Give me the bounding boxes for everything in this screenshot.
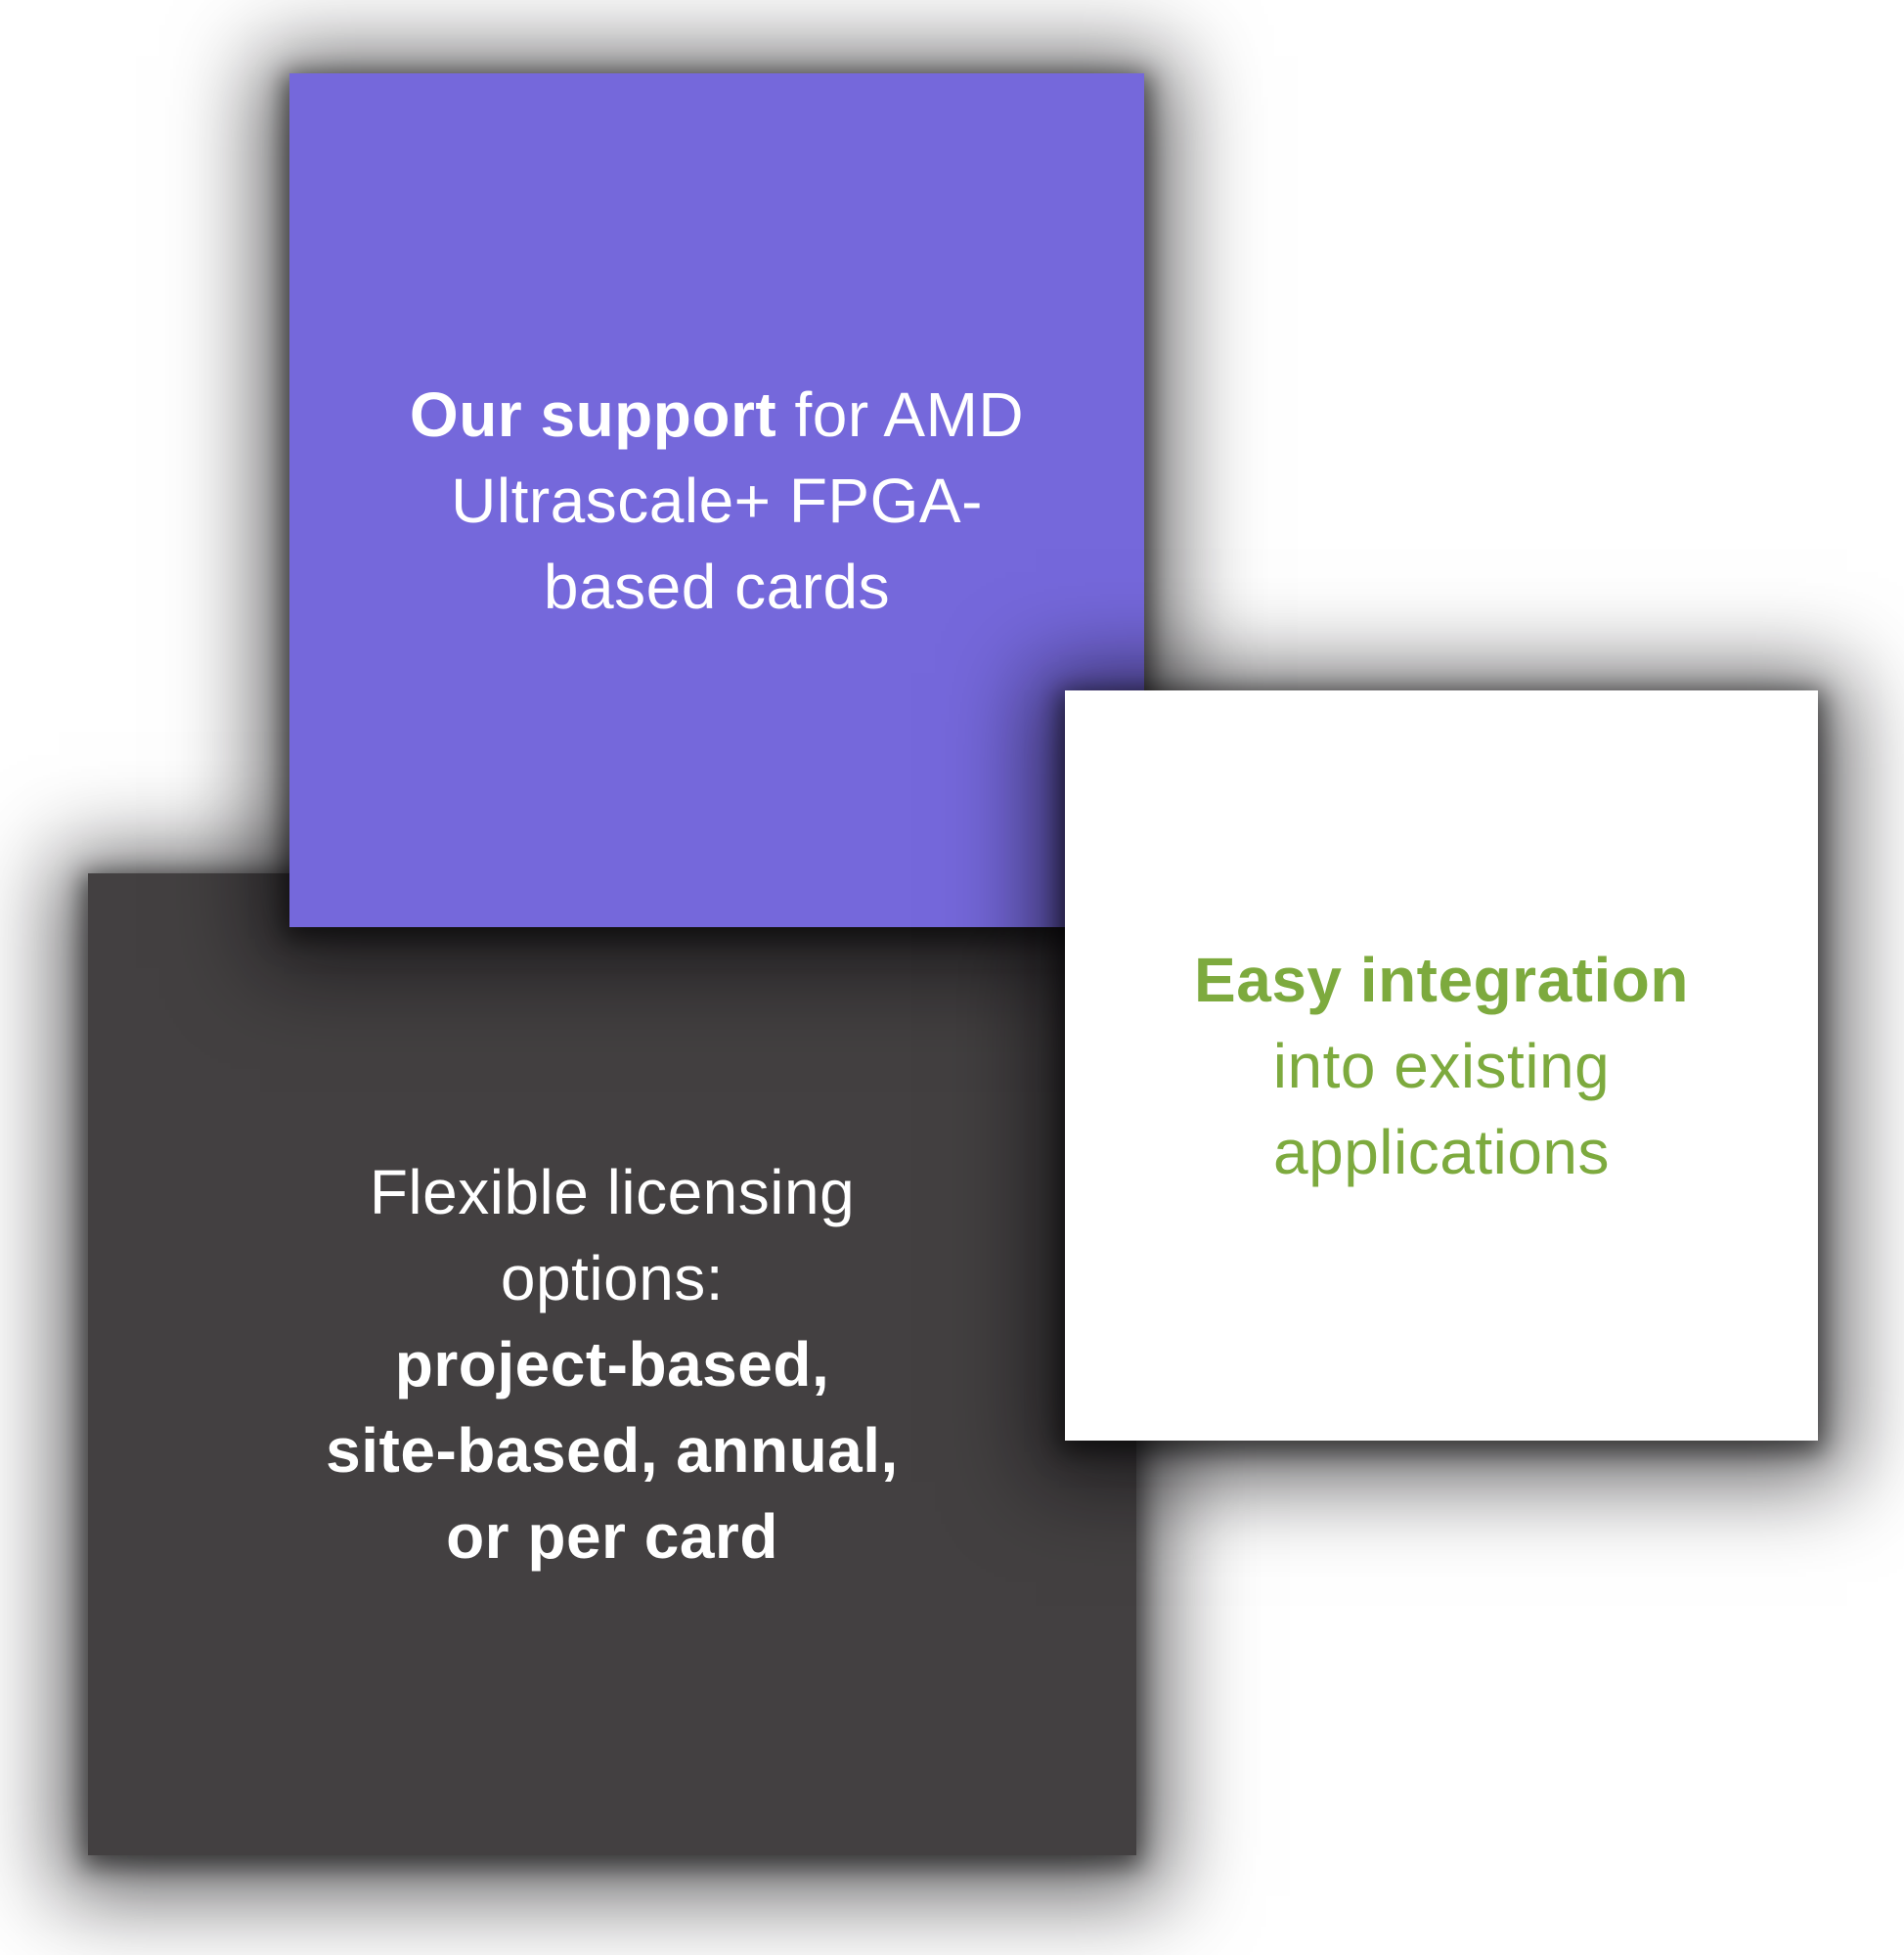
licensing-card-line-3: project-based, xyxy=(394,1329,830,1400)
support-card-line-1: Our support for AMD xyxy=(289,372,1144,458)
licensing-card: Flexible licensing options: project-base… xyxy=(88,873,1136,1855)
support-card: Our support for AMD Ultrascale+ FPGA- ba… xyxy=(289,73,1144,927)
licensing-card-line-4: site-based, annual, xyxy=(326,1415,899,1486)
integration-card: Easy integration into existing applicati… xyxy=(1065,690,1818,1441)
support-card-line-2: Ultrascale+ FPGA- xyxy=(451,465,983,536)
support-card-line-1-bold: Our support xyxy=(409,378,777,450)
licensing-card-line-1: Flexible licensing xyxy=(369,1157,856,1227)
support-card-line-3: based cards xyxy=(543,551,891,622)
support-card-text: Our support for AMD Ultrascale+ FPGA- ba… xyxy=(289,372,1144,630)
licensing-card-text: Flexible licensing options: project-base… xyxy=(88,1149,1136,1579)
integration-card-line-3: applications xyxy=(1273,1116,1610,1187)
licensing-card-line-5: or per card xyxy=(446,1501,778,1572)
support-card-line-1-rest: for AMD xyxy=(776,378,1025,450)
licensing-card-line-2: options: xyxy=(500,1243,725,1313)
integration-card-line-1: Easy integration xyxy=(1194,944,1689,1015)
integration-card-line-2: into existing xyxy=(1272,1030,1611,1101)
integration-card-text: Easy integration into existing applicati… xyxy=(1065,937,1818,1195)
